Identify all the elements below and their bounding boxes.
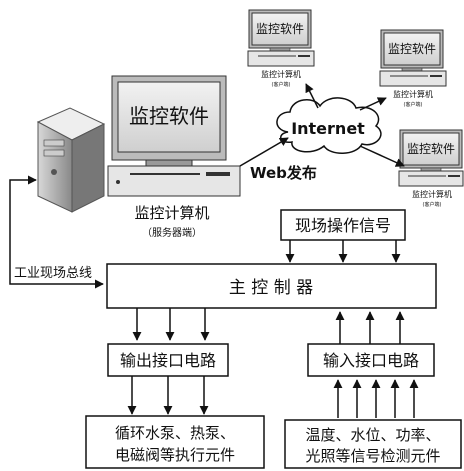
client-3-role-label: (客户端) [423, 201, 442, 208]
internet-to-client-2-arrow [359, 97, 387, 111]
sensors-line-2: 光照等信号检测元件 [305, 447, 440, 465]
sensors-line-1: 温度、水位、功率、 [305, 426, 440, 444]
client-2-screen-text: 监控软件 [388, 42, 436, 56]
output-interface-box [107, 343, 229, 377]
client-3-computer-icon [398, 129, 464, 187]
actuators-line-1: 循环水泵、热泵、 [115, 424, 235, 442]
output-interface-label: 输出接口电路 [120, 351, 216, 370]
server-role-label: （服务器端） [142, 226, 202, 239]
internet-cloud-icon [276, 97, 382, 154]
client-1-computer-icon [247, 9, 315, 67]
actuators-box [85, 415, 265, 469]
main-controller-label: 主 控 制 器 [229, 278, 313, 298]
actuators-line-2: 电磁阀等执行元件 [115, 446, 235, 464]
input-interface-label: 输入接口电路 [323, 351, 419, 370]
input-interface-box [307, 343, 435, 377]
fieldbus-line [9, 175, 104, 289]
client-2-name-label: 监控计算机 [393, 89, 433, 99]
client-2-role-label: (客户端) [404, 101, 423, 108]
client-1-role-label: (客户端) [272, 81, 291, 88]
internet-to-client-1-arrow [305, 83, 319, 109]
web-publish-label: Web发布 [250, 164, 317, 182]
client-1-name-label: 监控计算机 [261, 69, 301, 79]
client-1-screen-text: 监控软件 [256, 22, 304, 36]
internet-to-client-3-arrow [359, 145, 405, 167]
client-3-screen-text: 监控软件 [407, 142, 455, 156]
server-name-label: 监控计算机 [134, 204, 209, 222]
internet-label: Internet [291, 119, 365, 138]
client-3-name-label: 监控计算机 [412, 189, 452, 199]
main-controller-box [106, 263, 437, 309]
client-2-computer-icon [379, 29, 447, 87]
sensors-box [284, 419, 462, 469]
server-monitor-icon [107, 75, 241, 197]
server-tower-icon [36, 107, 106, 213]
fieldbus-label: 工业现场总线 [14, 266, 92, 281]
server-screen-text: 监控软件 [129, 104, 209, 128]
server-to-internet-arrow [239, 137, 289, 167]
field-signal-label: 现场操作信号 [295, 216, 391, 235]
